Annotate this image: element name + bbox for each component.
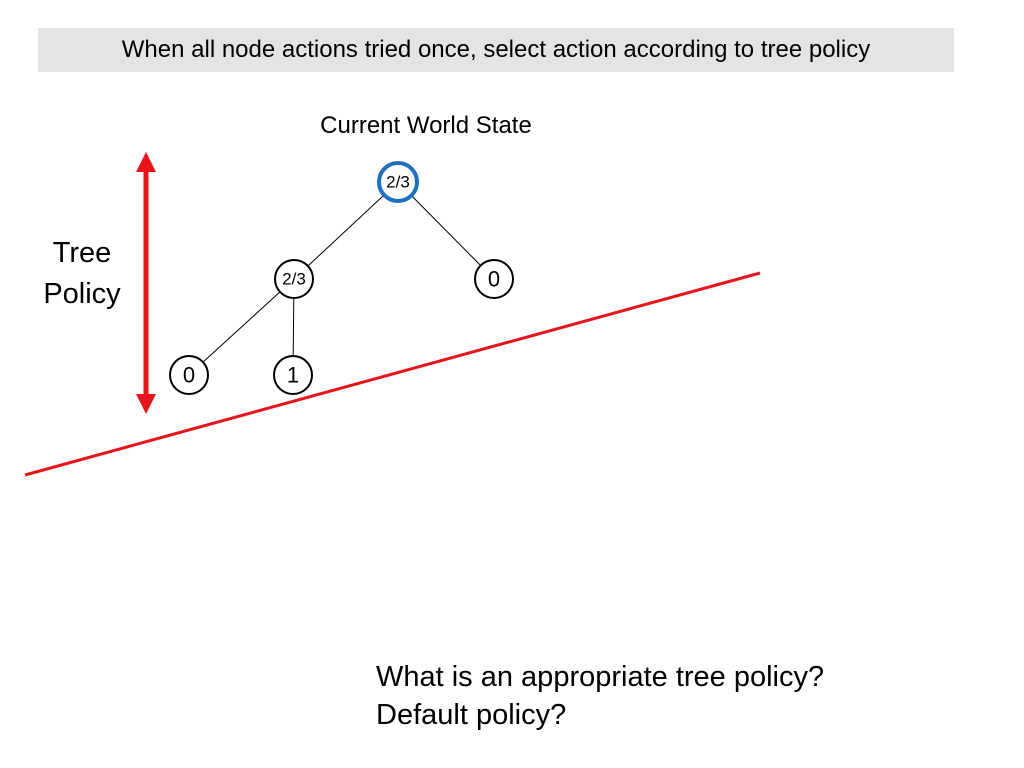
- tree-node-circle: [377, 161, 419, 203]
- tree-node-circle: [274, 259, 314, 299]
- tree-edge-root-to-right: [411, 195, 481, 266]
- tree-node-circle: [273, 355, 313, 395]
- tree-node-label: 2/3: [386, 173, 410, 192]
- slide-title: When all node actions tried once, select…: [38, 28, 954, 72]
- tree-node-root: 2/3: [377, 161, 419, 203]
- side-label-policy: Policy: [43, 278, 121, 310]
- tree-edge-left-to-left-right: [292, 297, 295, 357]
- tree-node-right: 0: [474, 259, 514, 299]
- tree-edges: [202, 194, 481, 363]
- tree-node-left-right: 1: [273, 355, 313, 395]
- tree-edge-root-to-left: [307, 194, 385, 267]
- side-label-tree: Tree: [53, 237, 112, 269]
- tree-node-left-left: 0: [169, 355, 209, 395]
- tree-node-label: 2/3: [282, 270, 306, 289]
- tree-node-circle: [474, 259, 514, 299]
- tree-boundary-line: [24, 271, 761, 477]
- question-default-policy: Default policy?: [376, 699, 567, 731]
- tree-nodes: 2/3 2/3 0 0 1: [169, 161, 514, 395]
- question-tree-policy: What is an appropriate tree policy?: [376, 661, 825, 693]
- tree-node-left: 2/3: [274, 259, 314, 299]
- tree-node-label: 0: [488, 267, 500, 292]
- tree-edge-left-to-left-left: [202, 291, 281, 363]
- tree-node-label: 0: [183, 363, 195, 388]
- root-label: Current World State: [320, 112, 532, 139]
- tree-node-circle: [169, 355, 209, 395]
- tree-node-label: 1: [287, 363, 299, 388]
- question-block: What is an appropriate tree policy? Defa…: [376, 658, 824, 734]
